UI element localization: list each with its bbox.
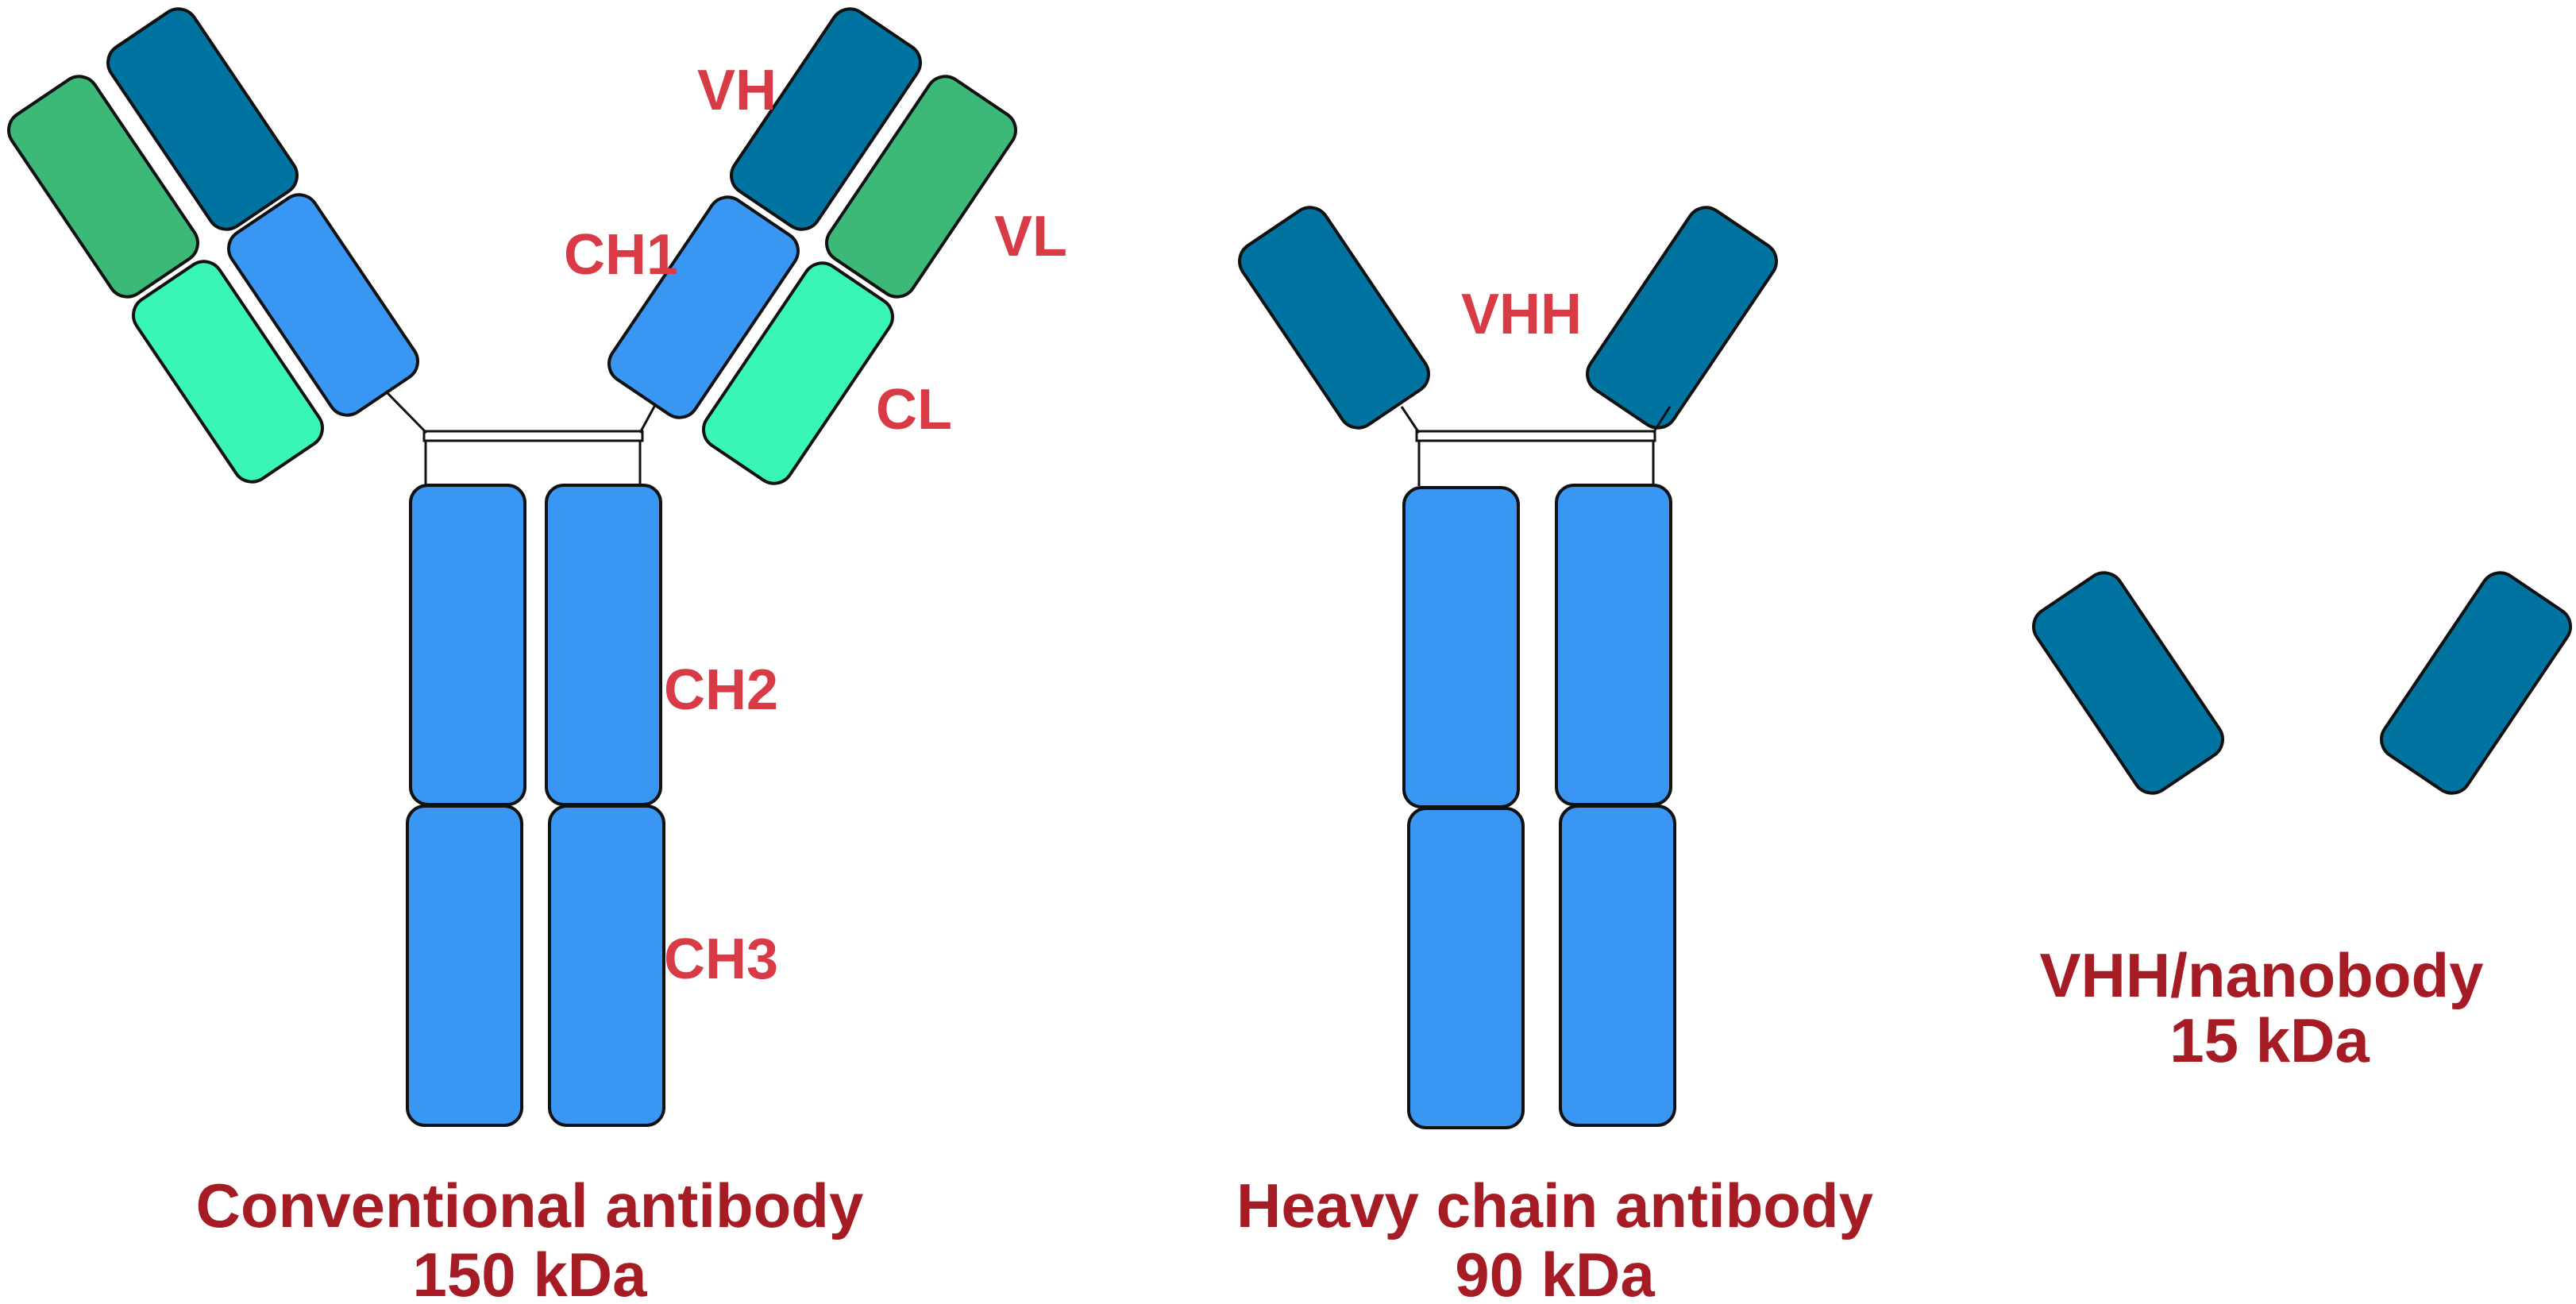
conventional-right-cl-domain (702, 261, 894, 485)
conventional-left-ch1-domain (227, 193, 419, 417)
nanobody-right-vhh-domain (2380, 571, 2572, 795)
label-ch2: CH2 (664, 658, 778, 722)
heavy-chain-antibody: VHH Heavy chain antibody 90 kDa (1236, 206, 1873, 1304)
heavy-chain-antibody-name: Heavy chain antibody (1236, 1171, 1873, 1240)
conventional-ch2-right-domain (545, 484, 662, 806)
conventional-left-vh-domain (106, 7, 299, 231)
nanobody-left-vhh-domain (2032, 571, 2224, 795)
heavy-chain-antibody-mass: 90 kDa (1455, 1240, 1655, 1304)
nanobody-mass: 15 kDa (2169, 1005, 2370, 1075)
nanobody-name: VHH/nanobody (2040, 940, 2484, 1010)
heavy-chain-left-vhh-domain (1238, 206, 1430, 430)
conventional-ch2-left-domain (409, 484, 526, 806)
label-ch3: CH3 (664, 928, 778, 991)
vhh-nanobody: VHH/nanobody 15 kDa (2032, 571, 2572, 1075)
conventional-right-ch1-domain (607, 195, 800, 419)
conventional-right-vh-domain (730, 7, 922, 231)
heavy-chain-ch3-right-domain (1559, 804, 1676, 1127)
label-vl: VL (994, 205, 1067, 268)
conventional-hinge (386, 392, 657, 484)
conventional-antibody-name: Conventional antibody (196, 1171, 864, 1240)
conventional-antibody-mass: 150 kDa (413, 1240, 648, 1304)
heavy-chain-ch2-right-domain (1555, 484, 1672, 806)
conventional-antibody: VH VL CH1 CL CH2 CH3 Conventional antibo… (7, 7, 1067, 1304)
label-vh: VH (697, 59, 777, 122)
heavy-chain-right-vhh-domain (1586, 206, 1778, 430)
label-cl: CL (876, 378, 952, 442)
conventional-right-vl-domain (825, 75, 1017, 299)
conventional-left-cl-domain (132, 260, 324, 484)
label-ch1: CH1 (564, 223, 678, 287)
label-vhh: VHH (1461, 283, 1582, 346)
heavy-chain-ch2-left-domain (1402, 486, 1520, 808)
heavy-chain-hinge (1400, 406, 1672, 486)
heavy-chain-ch3-left-domain (1407, 807, 1525, 1129)
conventional-ch3-left-domain (406, 804, 523, 1127)
conventional-ch3-right-domain (548, 804, 665, 1127)
conventional-left-vl-domain (7, 75, 199, 299)
